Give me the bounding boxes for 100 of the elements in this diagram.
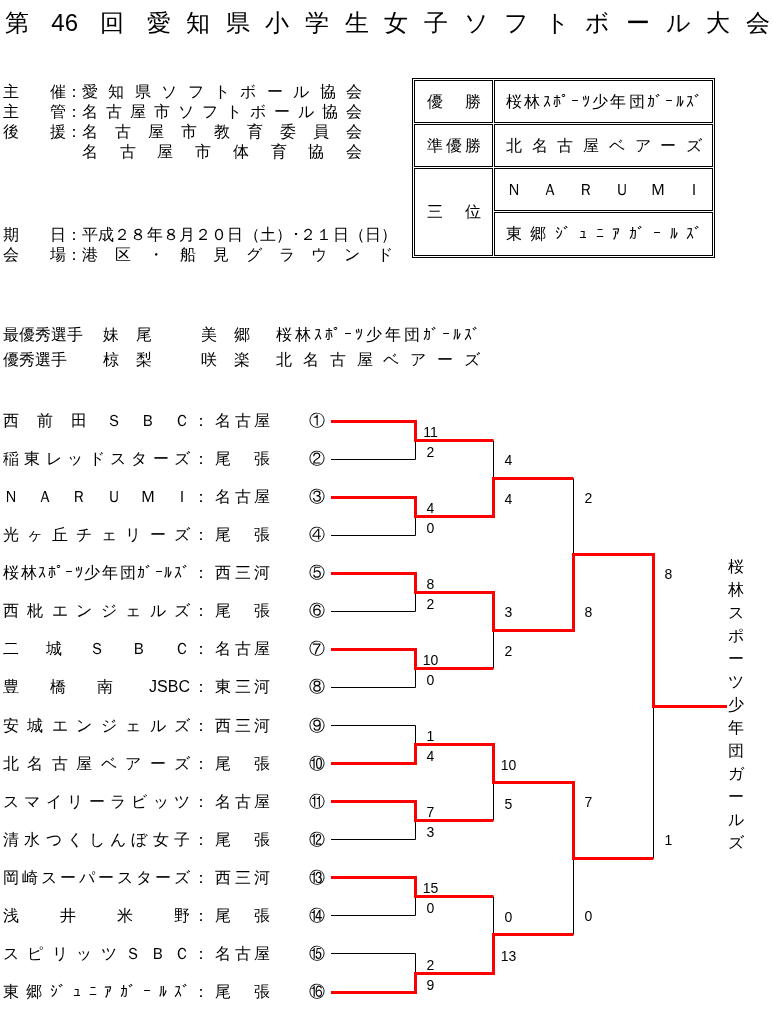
region-name: 名古屋	[215, 412, 270, 430]
champion-name: 桜林スポーツ少年団ガールズ	[727, 558, 745, 852]
bracket-line	[331, 648, 494, 670]
bracket-line	[331, 743, 654, 860]
circled-number: ⑬	[309, 868, 325, 887]
score: 0	[426, 900, 435, 917]
score: 2	[426, 956, 435, 973]
score: 0	[426, 671, 435, 688]
score: 5	[504, 795, 513, 812]
score: 1	[426, 728, 435, 745]
circled-number: ⑫	[309, 830, 325, 849]
award-title: 優秀選手	[3, 351, 67, 369]
score: 2	[584, 489, 593, 506]
score: 9	[426, 976, 435, 993]
circled-number: ①	[309, 412, 325, 430]
score: 8	[664, 565, 673, 582]
region-name: 名古屋	[215, 488, 270, 507]
bracket-line	[330, 592, 416, 612]
circled-number: ④	[309, 526, 325, 545]
circled-number: ⑤	[309, 564, 325, 583]
table-cell: 優勝	[414, 80, 493, 123]
circled-number: ⑦	[309, 640, 325, 659]
region-name: 尾張	[215, 754, 270, 773]
team-name: 北名古屋ベアーズ：	[3, 754, 209, 773]
region-name: 尾張	[215, 526, 270, 545]
team-name: 東郷ｼﾞｭﾆｱｶﾞｰﾙｽﾞ：	[3, 983, 209, 1002]
bracket-line	[331, 420, 494, 442]
circled-number: ⑥	[309, 602, 325, 621]
circled-number: ⑪	[309, 792, 325, 811]
team-name: 桜林ｽﾎﾟｰﾂ少年団ｶﾞｰﾙｽﾞ	[276, 326, 480, 344]
team-name: 稲東レッドスターズ：	[3, 450, 209, 469]
bracket-line	[330, 725, 416, 745]
score: 15	[422, 880, 439, 897]
bracket-line	[331, 477, 574, 518]
score: 2	[426, 595, 435, 612]
team-name: 安城エンジェルズ：	[3, 716, 209, 735]
score: 8	[426, 575, 435, 592]
table-cell: 東郷ｼﾞｭﾆｱｶﾞｰﾙｽﾞ	[494, 212, 713, 256]
event-info: 会場：港区・船見グラウンド	[3, 246, 393, 264]
table-cell: 準優勝	[414, 124, 493, 167]
region-name: 尾張	[215, 830, 270, 849]
score: 11	[423, 423, 438, 440]
team-name: 清水つくしんぼ女子：	[3, 830, 209, 849]
score: 2	[504, 643, 513, 660]
bracket-line	[330, 668, 416, 688]
team-name: スピリッツＳＢＣ：	[3, 944, 209, 963]
circled-number: ⑨	[309, 716, 325, 735]
score: 7	[584, 794, 593, 811]
region-name: 名古屋	[215, 640, 270, 659]
circled-number: ⑮	[309, 944, 325, 963]
score: 4	[504, 452, 513, 469]
event-info: 後援：名古屋市教育委員会	[3, 123, 362, 141]
team-name: 西枇エンジェルズ：	[3, 602, 209, 621]
region-name: 名古屋	[215, 944, 270, 963]
circled-number: ⑩	[309, 754, 325, 773]
team-name: 岡崎スーパースターズ：	[3, 868, 209, 887]
team-name: 北名古屋ベアーズ	[276, 351, 480, 369]
circled-number: ⑧	[309, 678, 325, 697]
bracket-line	[331, 933, 574, 994]
event-info: 期日：平成２８年８月２０日（土）･２１日（日）	[3, 226, 397, 244]
bracket-line	[330, 440, 416, 460]
bracket-line	[330, 820, 416, 840]
score: 0	[504, 908, 513, 925]
team-name: 光ヶ丘チェリーズ：	[3, 526, 209, 545]
team-name: スマイリーラビッツ：	[3, 792, 209, 811]
player-name: 椋梨 咲楽	[103, 351, 250, 369]
region-name: 名古屋	[215, 792, 270, 811]
table-cell: 北名古屋ベアーズ	[494, 124, 713, 167]
bracket-line	[330, 516, 416, 536]
team-name: 浅井米野：	[3, 906, 209, 925]
region-name: 尾張	[215, 983, 270, 1002]
score: 3	[504, 604, 513, 621]
table-cell: 三位	[414, 168, 493, 256]
circled-number: ⑭	[309, 906, 325, 925]
score: 7	[426, 804, 435, 821]
score: 10	[500, 756, 517, 773]
bracket-line	[331, 800, 494, 822]
region-name: 尾張	[215, 602, 270, 621]
team-name: 豊橋南 JSBC：	[3, 678, 209, 697]
event-info: 主催：愛知県ソフトボール協会	[3, 83, 362, 101]
score: 10	[422, 651, 439, 668]
title: 第 46 回 愛知県小学生女子ソフトボール大会	[5, 10, 770, 36]
table-cell: ＮＡＲＵＭＩ	[494, 168, 713, 211]
region-name: 尾張	[215, 450, 270, 469]
award-title: 最優秀選手	[3, 326, 83, 344]
score: 2	[426, 443, 435, 460]
region-name: 西三河	[215, 564, 270, 583]
score: 0	[584, 908, 593, 925]
event-info: 名古屋市体育協会	[82, 143, 362, 161]
score: 0	[426, 519, 435, 536]
event-info: 主管：名古屋市ソフトボール協会	[3, 103, 362, 121]
circled-number: ③	[309, 488, 325, 507]
bracket-line	[330, 896, 416, 916]
score: 13	[500, 947, 517, 964]
score: 4	[426, 499, 435, 516]
team-name: 二城ＳＢＣ：	[3, 640, 209, 659]
circled-number: ②	[309, 450, 325, 469]
score: 1	[664, 832, 673, 848]
circled-number: ⑯	[309, 983, 325, 1002]
region-name: 西三河	[215, 868, 270, 887]
